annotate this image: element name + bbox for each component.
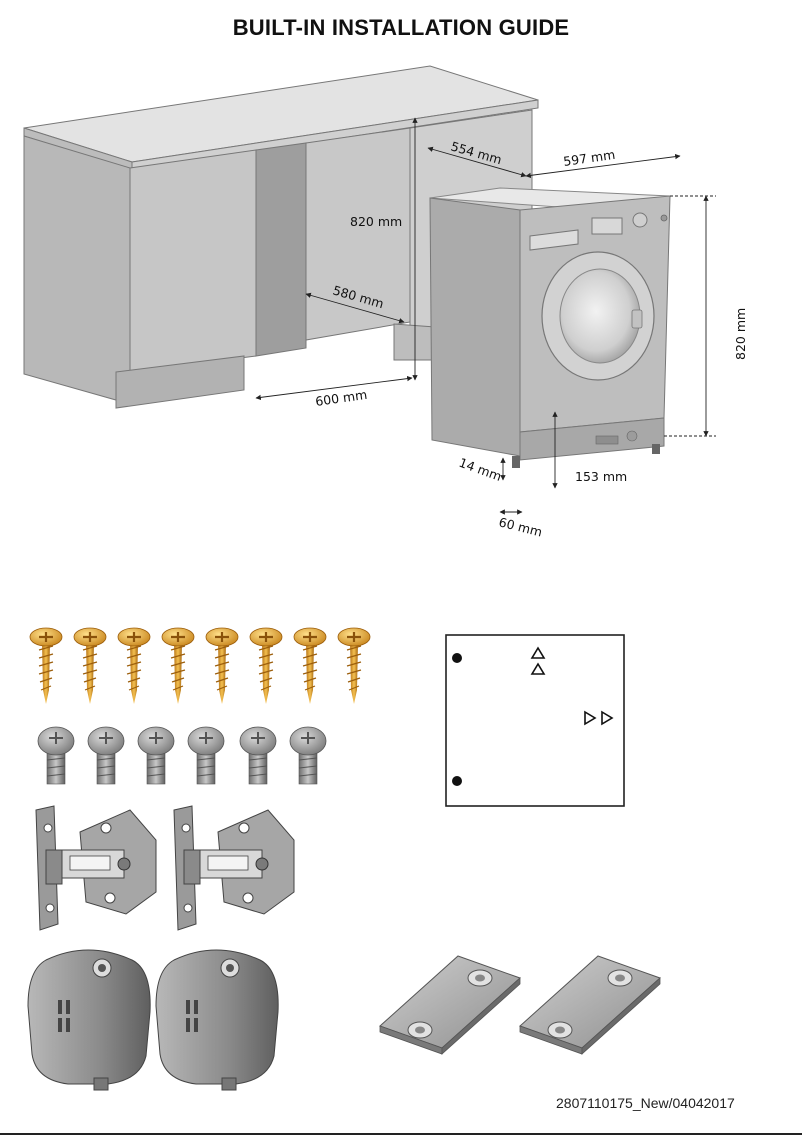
- dim-machine-width: 597 mm: [562, 147, 616, 169]
- hinge-cap: [27, 949, 151, 1091]
- dimension-lines: [255, 117, 716, 515]
- template-triangle-up: [530, 662, 546, 675]
- washing-machine: [429, 187, 671, 468]
- template-dot: [452, 653, 462, 663]
- wood-screw: [117, 627, 151, 704]
- page-title: BUILT-IN INSTALLATION GUIDE: [232, 15, 570, 40]
- mounting-plate: [379, 955, 521, 1055]
- machine-screws: [37, 726, 327, 785]
- machine-screw: [289, 726, 327, 785]
- machine-screw: [187, 726, 225, 785]
- bottom-rule: [0, 1133, 802, 1135]
- dim-niche-width: 600 mm: [314, 387, 368, 409]
- drilling-template-card: [445, 634, 625, 807]
- mounting-plate: [519, 955, 661, 1055]
- wood-screw: [293, 627, 327, 704]
- wood-screw: [161, 627, 195, 704]
- wood-screw: [249, 627, 283, 704]
- machine-screw: [137, 726, 175, 785]
- dim-foot-offset: 14 mm: [457, 455, 504, 484]
- machine-screw: [37, 726, 75, 785]
- dim-niche-height: 820 mm: [350, 214, 402, 229]
- template-triangle-up: [530, 646, 546, 659]
- template-triangle-right: [584, 710, 597, 726]
- wood-screw: [29, 627, 63, 704]
- installation-diagram: 554 mm 820 mm 580 mm 600 mm 597 mm 820 m…: [23, 65, 748, 540]
- template-triangle-right: [601, 710, 614, 726]
- wood-screw: [73, 627, 107, 704]
- wood-screws: [29, 627, 371, 704]
- dim-plinth-depth: 60 mm: [497, 514, 544, 539]
- hinge-cap: [155, 949, 279, 1091]
- mounting-plates: [379, 955, 661, 1055]
- dim-plinth-height: 153 mm: [575, 469, 627, 484]
- dim-machine-height: 820 mm: [733, 308, 748, 360]
- hinge-caps: [27, 949, 279, 1091]
- wood-screw: [337, 627, 371, 704]
- wood-screw: [205, 627, 239, 704]
- template-dot: [452, 776, 462, 786]
- hinge: [173, 805, 295, 931]
- document-code: 2807110175_New/04042017: [556, 1095, 735, 1111]
- hinge: [35, 805, 157, 931]
- machine-screw: [87, 726, 125, 785]
- machine-screw: [239, 726, 277, 785]
- hinges: [35, 805, 295, 931]
